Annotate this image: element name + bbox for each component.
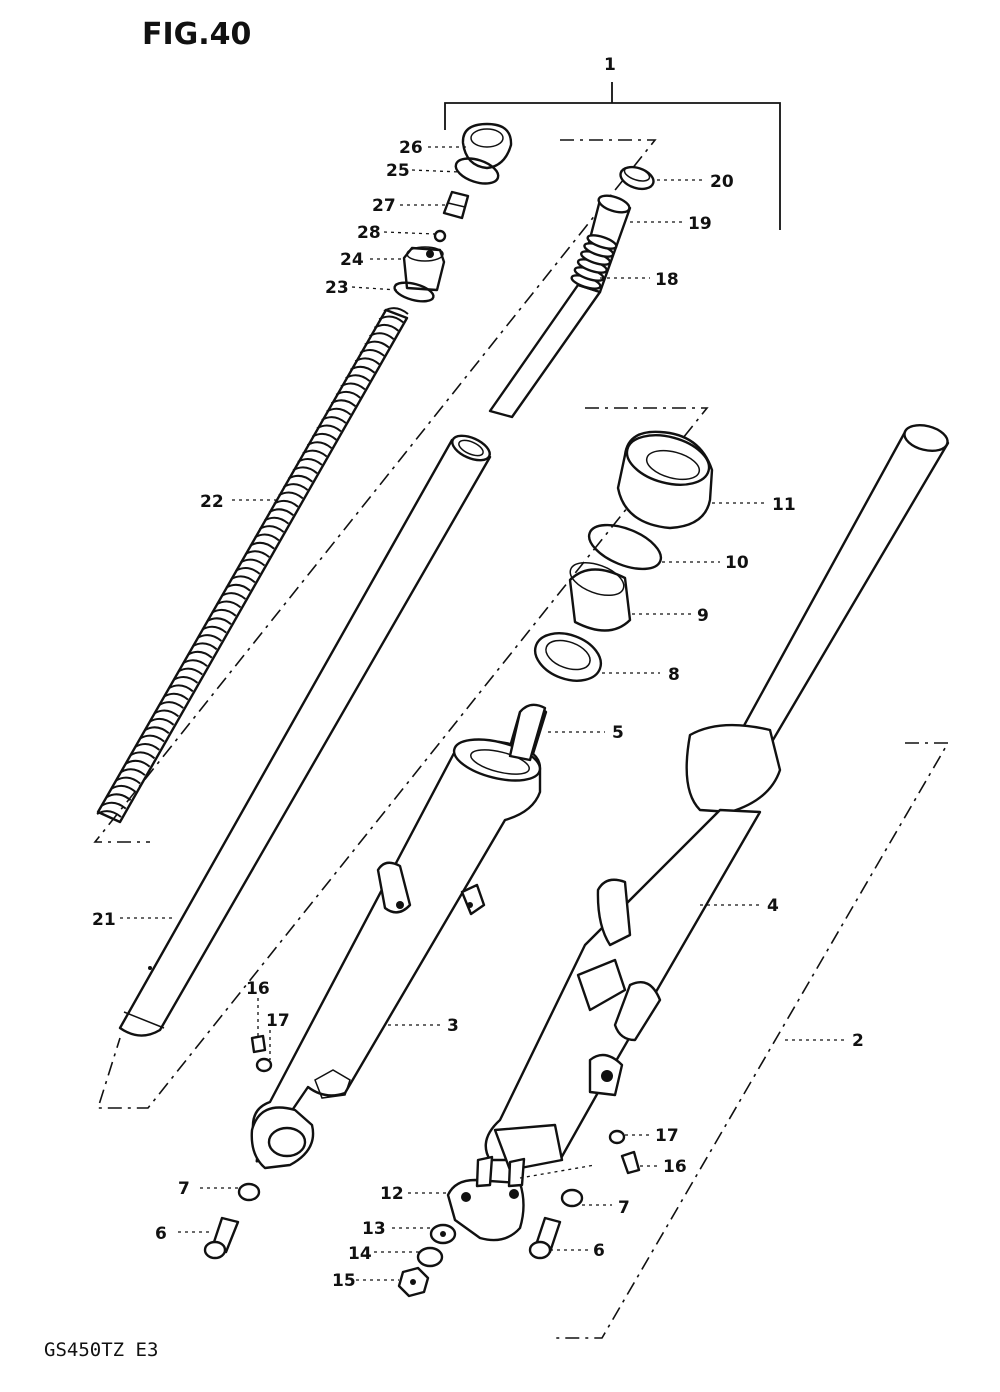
callout-6-left: 6	[155, 1224, 167, 1244]
bleed-screw-left	[250, 1034, 267, 1054]
callout-17-right: 17	[655, 1126, 679, 1146]
dust-seal	[616, 430, 714, 530]
callout-9: 9	[697, 606, 709, 626]
seat-o-ring	[393, 281, 435, 303]
callout-16-left: 16	[246, 979, 270, 999]
callout-numbers: 1 2 3 4 5 6 6 7 7 8 9 10 11 12 13 14 15 …	[92, 55, 864, 1291]
axle-nut	[397, 1266, 430, 1298]
bolt-right	[528, 1216, 562, 1260]
callout-27: 27	[372, 196, 396, 216]
callout-8: 8	[668, 665, 680, 685]
spring-seat	[402, 246, 446, 292]
damper-seat	[508, 703, 547, 762]
callout-15: 15	[332, 1271, 356, 1291]
leader-lines	[120, 146, 845, 1281]
callout-11: 11	[772, 495, 796, 515]
rod-ring	[619, 165, 655, 191]
callout-18: 18	[655, 270, 679, 290]
callout-13: 13	[362, 1219, 386, 1239]
callout-7-left: 7	[178, 1179, 190, 1199]
callout-28: 28	[357, 223, 381, 243]
assembly-1-bracket	[444, 82, 781, 230]
lock-washer	[416, 1246, 444, 1268]
callout-22: 22	[200, 492, 224, 512]
callout-20: 20	[710, 172, 734, 192]
bolt-left	[203, 1216, 240, 1260]
callout-4: 4	[767, 896, 779, 916]
callout-6-right: 6	[593, 1241, 605, 1261]
callout-5: 5	[612, 723, 624, 743]
holder-studs	[475, 1155, 526, 1188]
callout-14: 14	[348, 1244, 372, 1264]
bleed-screw-right	[620, 1150, 641, 1175]
circlip	[587, 523, 663, 571]
callout-19: 19	[688, 214, 712, 234]
callout-1: 1	[604, 55, 616, 75]
callout-21: 21	[92, 910, 116, 930]
washer-left	[237, 1182, 261, 1202]
gasket-right	[608, 1129, 626, 1145]
rod-thread-ring	[586, 234, 618, 250]
callout-25: 25	[386, 161, 410, 181]
figure-title: FIG.40	[142, 17, 251, 52]
damper-rod	[488, 194, 632, 419]
callout-3: 3	[447, 1016, 459, 1036]
seal-spacer	[533, 632, 603, 682]
fork-spring	[96, 307, 409, 824]
callout-16-right: 16	[663, 1157, 687, 1177]
callout-24: 24	[340, 250, 364, 270]
group-outline-lower	[552, 742, 950, 1339]
callout-7-right: 7	[618, 1198, 630, 1218]
axle-holder	[446, 1178, 525, 1242]
oil-seal	[568, 561, 632, 632]
adjuster-screw	[442, 190, 470, 220]
callout-12: 12	[380, 1184, 404, 1204]
callout-26: 26	[399, 138, 423, 158]
inner-tube	[118, 434, 492, 1037]
group-outline-middle	[96, 407, 709, 1109]
model-code: GS450TZ E3	[44, 1339, 158, 1361]
gasket-left	[255, 1057, 273, 1073]
callout-23: 23	[325, 278, 349, 298]
callout-2: 2	[852, 1031, 864, 1051]
washer-right	[560, 1188, 584, 1208]
callout-10: 10	[725, 553, 749, 573]
check-ball	[433, 229, 447, 243]
o-ring	[454, 157, 500, 185]
callout-17-left: 17	[266, 1011, 290, 1031]
fork-cap	[461, 122, 513, 170]
outer-tube-right	[484, 423, 950, 1172]
group-outline-upper	[93, 139, 657, 843]
